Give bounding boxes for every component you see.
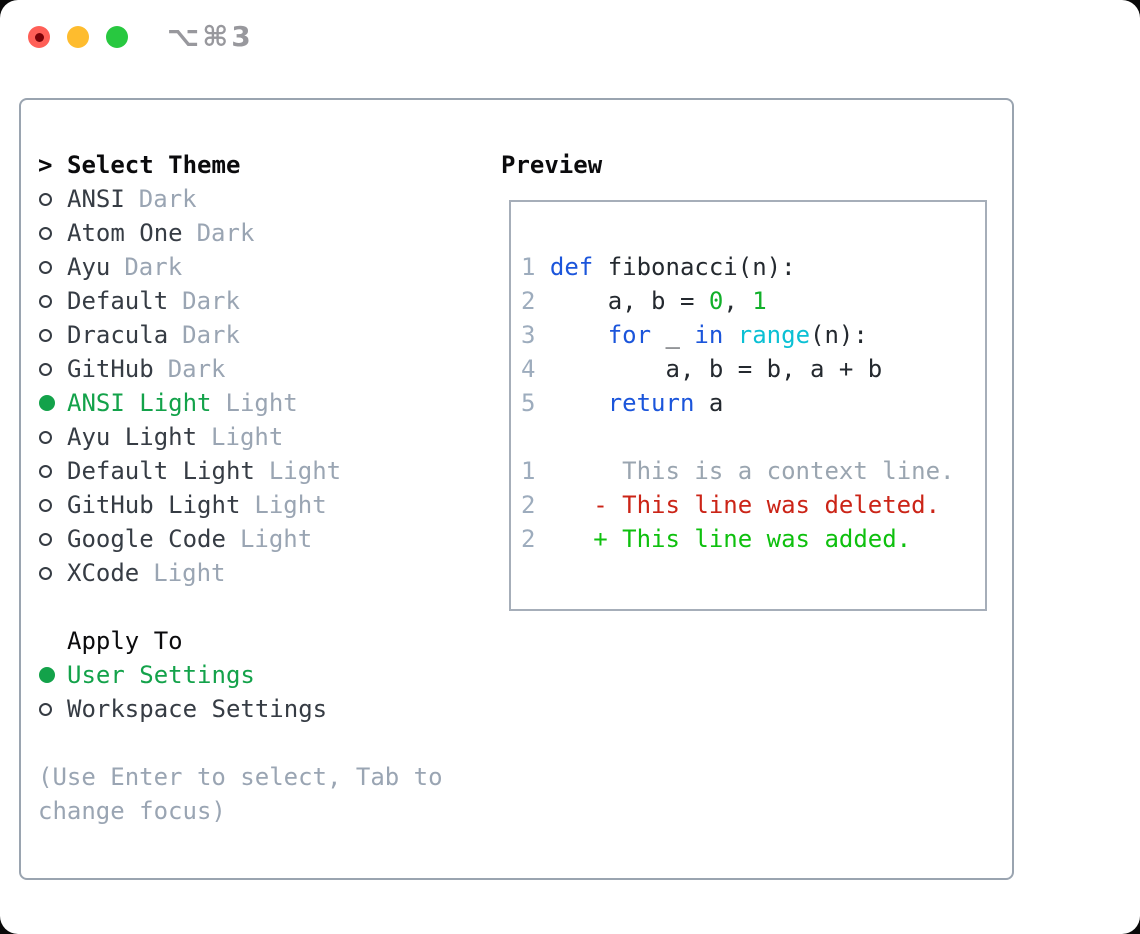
radio-icon xyxy=(39,430,52,444)
code-line: 1 def fibonacci(n): xyxy=(521,253,796,281)
theme-option-google-code[interactable]: Google Code Light xyxy=(38,522,488,556)
radio-icon xyxy=(39,566,52,580)
option-label: Workspace Settings xyxy=(67,695,328,723)
radio-icon xyxy=(39,362,52,376)
code-line: 2 - This line was deleted. xyxy=(521,491,941,519)
close-button[interactable] xyxy=(28,26,50,48)
theme-option-atom-one[interactable]: Atom One Dark xyxy=(38,216,488,250)
prompt-icon: > xyxy=(38,151,53,179)
option-variant: Dark xyxy=(182,287,240,315)
option-label: Dracula xyxy=(67,321,169,349)
option-variant: Dark xyxy=(138,185,197,213)
theme-option-ansi-light[interactable]: ANSI Light Light xyxy=(38,386,488,420)
option-label: Default Light xyxy=(67,457,255,485)
zoom-button[interactable] xyxy=(106,26,128,48)
code-line: 1 This is a context line. xyxy=(521,457,955,485)
theme-option-ayu[interactable]: Ayu Dark xyxy=(38,250,488,284)
option-label: Default xyxy=(67,287,169,315)
option-variant: Dark xyxy=(167,355,226,383)
preview-title: Preview xyxy=(501,151,603,179)
theme-option-default[interactable]: Default Dark xyxy=(38,284,488,318)
option-label: Google Code xyxy=(67,525,226,553)
spacer xyxy=(38,726,488,760)
option-variant: Light xyxy=(268,457,342,485)
theme-option-default-light[interactable]: Default Light Light xyxy=(38,454,488,488)
option-label: Ayu Light xyxy=(67,423,198,451)
theme-option-ansi[interactable]: ANSI Dark xyxy=(38,182,488,216)
option-variant: Light xyxy=(153,559,226,587)
option-variant: Light xyxy=(225,389,298,417)
option-variant: Light xyxy=(254,491,327,519)
option-variant: Dark xyxy=(124,253,183,281)
option-label: ANSI Light xyxy=(67,389,212,417)
option-label: XCode xyxy=(67,559,140,587)
theme-option-github[interactable]: GitHub Dark xyxy=(38,352,488,386)
option-label: User Settings xyxy=(67,661,255,689)
hint-text: (Use Enter to select, Tab to change focu… xyxy=(38,763,443,825)
select-theme-header: > Select Theme xyxy=(38,148,488,182)
option-label: Ayu xyxy=(67,253,111,281)
apply-option-workspace-settings[interactable]: Workspace Settings xyxy=(38,692,488,726)
code-line: 5 return a xyxy=(521,389,724,417)
radio-icon xyxy=(39,702,52,716)
theme-option-ayu-light[interactable]: Ayu Light Light xyxy=(38,420,488,454)
radio-icon xyxy=(39,328,52,342)
apply-to-header: Apply To xyxy=(38,624,488,658)
option-variant: Light xyxy=(211,423,284,451)
theme-list-column: > Select Theme ANSI Dark Atom One Dark A… xyxy=(38,148,488,828)
option-variant: Light xyxy=(239,525,313,553)
radio-icon xyxy=(39,192,52,206)
theme-option-xcode[interactable]: XCode Light xyxy=(38,556,488,590)
theme-list: ANSI Dark Atom One Dark Ayu Dark Default… xyxy=(38,182,488,590)
option-label: Atom One xyxy=(67,219,183,247)
code-line: 2 + This line was added. xyxy=(521,525,912,553)
close-dot-icon xyxy=(34,32,44,42)
radio-icon xyxy=(39,260,52,274)
radio-icon xyxy=(39,226,52,240)
apply-option-user-settings[interactable]: User Settings xyxy=(38,658,488,692)
preview-box: 1 def fibonacci(n): 2 a, b = 0, 1 3 for _ … xyxy=(509,200,987,611)
code-line xyxy=(521,420,985,454)
radio-icon xyxy=(39,464,52,478)
option-variant: Dark xyxy=(182,321,240,349)
theme-option-github-light[interactable]: GitHub Light Light xyxy=(38,488,488,522)
option-variant: Dark xyxy=(196,219,255,247)
option-label: GitHub Light xyxy=(67,491,241,519)
radio-icon xyxy=(39,498,52,512)
radio-icon xyxy=(39,294,52,308)
spacer xyxy=(38,590,488,624)
keyboard-shortcut-label: ⌥⌘3 xyxy=(167,20,254,53)
code-line: 4 a, b = b, a + b xyxy=(521,355,883,383)
option-label: ANSI xyxy=(67,185,125,213)
theme-option-dracula[interactable]: Dracula Dark xyxy=(38,318,488,352)
minimize-button[interactable] xyxy=(67,26,89,48)
apply-to-title: Apply To xyxy=(67,627,183,655)
titlebar: ⌥⌘3 xyxy=(0,0,1140,74)
radio-icon xyxy=(39,667,55,683)
code-preview: 1 def fibonacci(n): 2 a, b = 0, 1 3 for _ … xyxy=(511,202,985,556)
code-line: 3 for _ in range(n): xyxy=(521,321,868,349)
theme-selector-panel: > Select Theme ANSI Dark Atom One Dark A… xyxy=(19,98,1014,880)
radio-icon xyxy=(39,395,55,411)
option-label: GitHub xyxy=(67,355,154,383)
apply-to-list: User Settings Workspace Settings xyxy=(38,658,488,726)
code-line: 2 a, b = 0, 1 xyxy=(521,287,767,315)
radio-icon xyxy=(39,532,52,546)
select-theme-title: Select Theme xyxy=(67,151,241,179)
